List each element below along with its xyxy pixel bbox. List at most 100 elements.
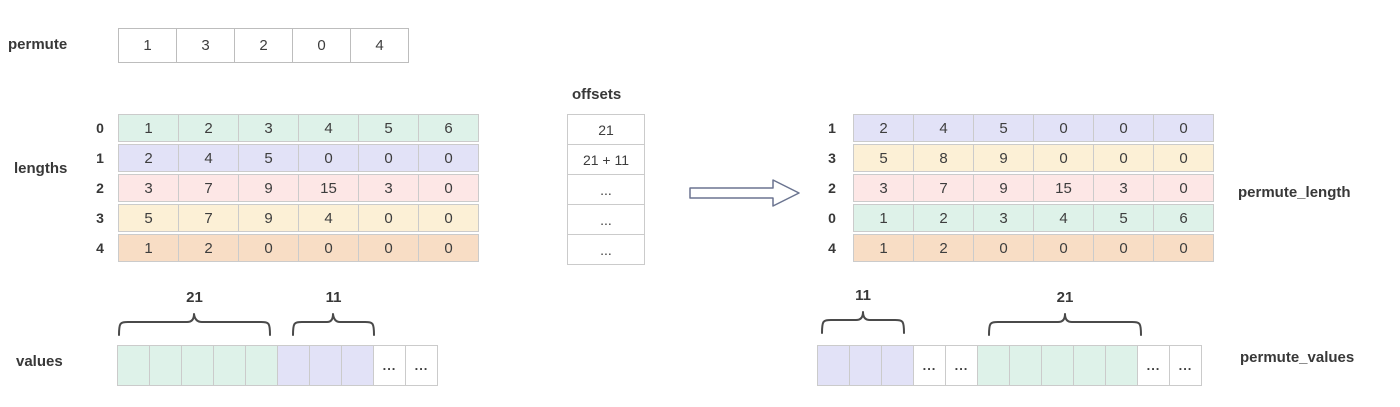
table-cell: 0 <box>1033 114 1094 142</box>
offsets-cell: ... <box>567 174 645 205</box>
table-cell: 2 <box>853 114 914 142</box>
permute-values-cell <box>817 345 850 386</box>
values-cell-ellipsis: ... <box>405 345 438 386</box>
row-label: 0 <box>828 210 836 226</box>
table-cell: 3 <box>853 174 914 202</box>
values-cell <box>213 345 246 386</box>
lengths-label: lengths <box>14 160 68 177</box>
values-strip: ... ... <box>117 345 438 386</box>
values-cell <box>117 345 150 386</box>
offsets-label: offsets <box>572 86 622 103</box>
table-cell: 5 <box>1093 204 1154 232</box>
offsets-cell: 21 + 11 <box>567 144 645 175</box>
table-cell: 0 <box>1033 234 1094 262</box>
values-cell <box>341 345 374 386</box>
table-cell: 0 <box>1093 114 1154 142</box>
permute-cell: 2 <box>234 28 293 63</box>
values-brace-11-label: 11 <box>325 289 342 306</box>
row-label: 1 <box>828 120 836 136</box>
table-row: 1 2 0 0 0 0 <box>118 234 479 262</box>
row-label: 2 <box>828 180 836 196</box>
permute-values-cell-ellipsis: ... <box>1169 345 1202 386</box>
table-cell: 4 <box>178 144 239 172</box>
table-cell: 9 <box>973 144 1034 172</box>
table-row: 3 7 9 15 3 0 <box>118 174 479 202</box>
table-cell: 4 <box>1033 204 1094 232</box>
table-cell: 5 <box>118 204 179 232</box>
values-cell <box>181 345 214 386</box>
permute-values-cell-ellipsis: ... <box>1137 345 1170 386</box>
table-cell: 0 <box>418 234 479 262</box>
permute-values-cell <box>1009 345 1042 386</box>
permute-values-cell <box>849 345 882 386</box>
table-cell: 0 <box>358 144 419 172</box>
permute-values-cell-ellipsis: ... <box>945 345 978 386</box>
offsets-cell: ... <box>567 204 645 235</box>
values-brace-21-label: 21 <box>186 289 203 306</box>
table-cell: 0 <box>1093 234 1154 262</box>
table-row: 1 2 3 4 5 6 <box>853 204 1214 232</box>
brace-icon <box>988 313 1142 336</box>
permute-cell: 3 <box>176 28 235 63</box>
table-cell: 0 <box>973 234 1034 262</box>
table-cell: 3 <box>118 174 179 202</box>
table-cell: 0 <box>418 174 479 202</box>
table-cell: 15 <box>298 174 359 202</box>
permute-values-cell <box>881 345 914 386</box>
table-cell: 3 <box>358 174 419 202</box>
table-cell: 0 <box>358 234 419 262</box>
values-label: values <box>16 353 63 370</box>
row-label: 4 <box>828 240 836 256</box>
table-row: 5 7 9 4 0 0 <box>118 204 479 232</box>
table-cell: 2 <box>118 144 179 172</box>
permute-length-label: permute_length <box>1238 184 1351 201</box>
permute-array: 1 3 2 0 4 <box>118 28 409 63</box>
permute-values-brace-11-label: 11 <box>855 287 871 304</box>
values-cell <box>149 345 182 386</box>
permute-values-cell-ellipsis: ... <box>913 345 946 386</box>
table-cell: 0 <box>1153 144 1214 172</box>
table-cell: 6 <box>418 114 479 142</box>
table-cell: 7 <box>913 174 974 202</box>
table-cell: 0 <box>1153 114 1214 142</box>
permute-cell: 4 <box>350 28 409 63</box>
table-cell: 5 <box>853 144 914 172</box>
table-cell: 1 <box>853 204 914 232</box>
table-cell: 1 <box>118 234 179 262</box>
table-row: 5 8 9 0 0 0 <box>853 144 1214 172</box>
table-cell: 2 <box>913 234 974 262</box>
table-cell: 0 <box>418 204 479 232</box>
row-label: 0 <box>96 120 104 136</box>
offsets-cell: 21 <box>567 114 645 145</box>
table-row: 1 2 0 0 0 0 <box>853 234 1214 262</box>
table-cell: 9 <box>973 174 1034 202</box>
brace-icon <box>821 311 905 334</box>
values-cell <box>277 345 310 386</box>
table-cell: 3 <box>973 204 1034 232</box>
lengths-table: 1 2 3 4 5 6 2 4 5 0 0 0 3 7 9 15 3 0 5 7… <box>118 114 479 264</box>
permute-values-cell <box>1041 345 1074 386</box>
permute-cell: 1 <box>118 28 177 63</box>
table-cell: 15 <box>1033 174 1094 202</box>
table-cell: 0 <box>238 234 299 262</box>
table-row: 3 7 9 15 3 0 <box>853 174 1214 202</box>
table-cell: 5 <box>973 114 1034 142</box>
table-cell: 0 <box>298 234 359 262</box>
permute-length-row-labels: 1 3 2 0 4 <box>820 114 844 264</box>
table-cell: 2 <box>178 114 239 142</box>
table-cell: 7 <box>178 174 239 202</box>
table-cell: 1 <box>853 234 914 262</box>
permute-values-label: permute_values <box>1240 349 1355 366</box>
table-cell: 9 <box>238 204 299 232</box>
permute-values-strip: ... ... ... ... <box>817 345 1202 386</box>
values-cell <box>309 345 342 386</box>
table-cell: 1 <box>118 114 179 142</box>
permute-values-cell <box>1073 345 1106 386</box>
table-row: 2 4 5 0 0 0 <box>853 114 1214 142</box>
row-label: 3 <box>96 210 104 226</box>
table-cell: 7 <box>178 204 239 232</box>
table-cell: 3 <box>1093 174 1154 202</box>
table-row: 1 2 3 4 5 6 <box>118 114 479 142</box>
row-label: 1 <box>96 150 104 166</box>
